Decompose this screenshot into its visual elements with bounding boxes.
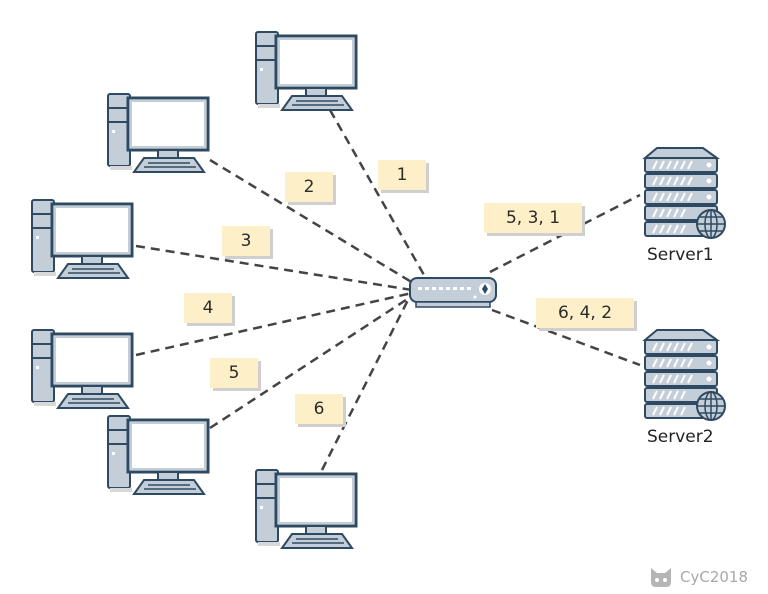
github-cat-icon — [651, 568, 671, 587]
server-globe-icon[interactable] — [644, 147, 726, 239]
link-label-client-5: 5 — [210, 358, 258, 388]
link-label-server-2: 6, 4, 2 — [536, 298, 634, 328]
link-label-client-3: 3 — [222, 226, 270, 256]
network-switch-icon[interactable] — [409, 277, 497, 308]
desktop-computer-icon[interactable] — [30, 328, 134, 410]
desktop-computer-icon[interactable] — [106, 92, 210, 174]
watermark-text: CyC2018 — [680, 568, 748, 586]
link-label-client-2: 2 — [285, 172, 333, 202]
link-label-client-4: 4 — [184, 293, 232, 323]
watermark: CyC2018 — [648, 566, 748, 588]
server-name: Server2 — [647, 427, 714, 447]
link-label-server-1: 5, 3, 1 — [484, 203, 582, 233]
desktop-computer-icon[interactable] — [254, 30, 358, 112]
link-label-client-1: 1 — [378, 160, 426, 190]
desktop-computer-icon[interactable] — [30, 198, 134, 280]
server-globe-icon[interactable] — [644, 329, 726, 421]
link-server-1 — [489, 193, 641, 274]
link-server-2 — [491, 308, 641, 367]
desktop-computer-icon[interactable] — [254, 468, 358, 550]
link-client-3 — [135, 244, 413, 292]
link-client-5 — [209, 294, 413, 430]
desktop-computer-icon[interactable] — [106, 414, 210, 496]
link-client-6 — [320, 299, 410, 471]
server-name: Server1 — [647, 245, 714, 265]
link-client-4 — [135, 291, 413, 357]
link-label-client-6: 6 — [295, 394, 343, 424]
link-client-1 — [328, 109, 430, 283]
link-client-2 — [209, 158, 419, 288]
